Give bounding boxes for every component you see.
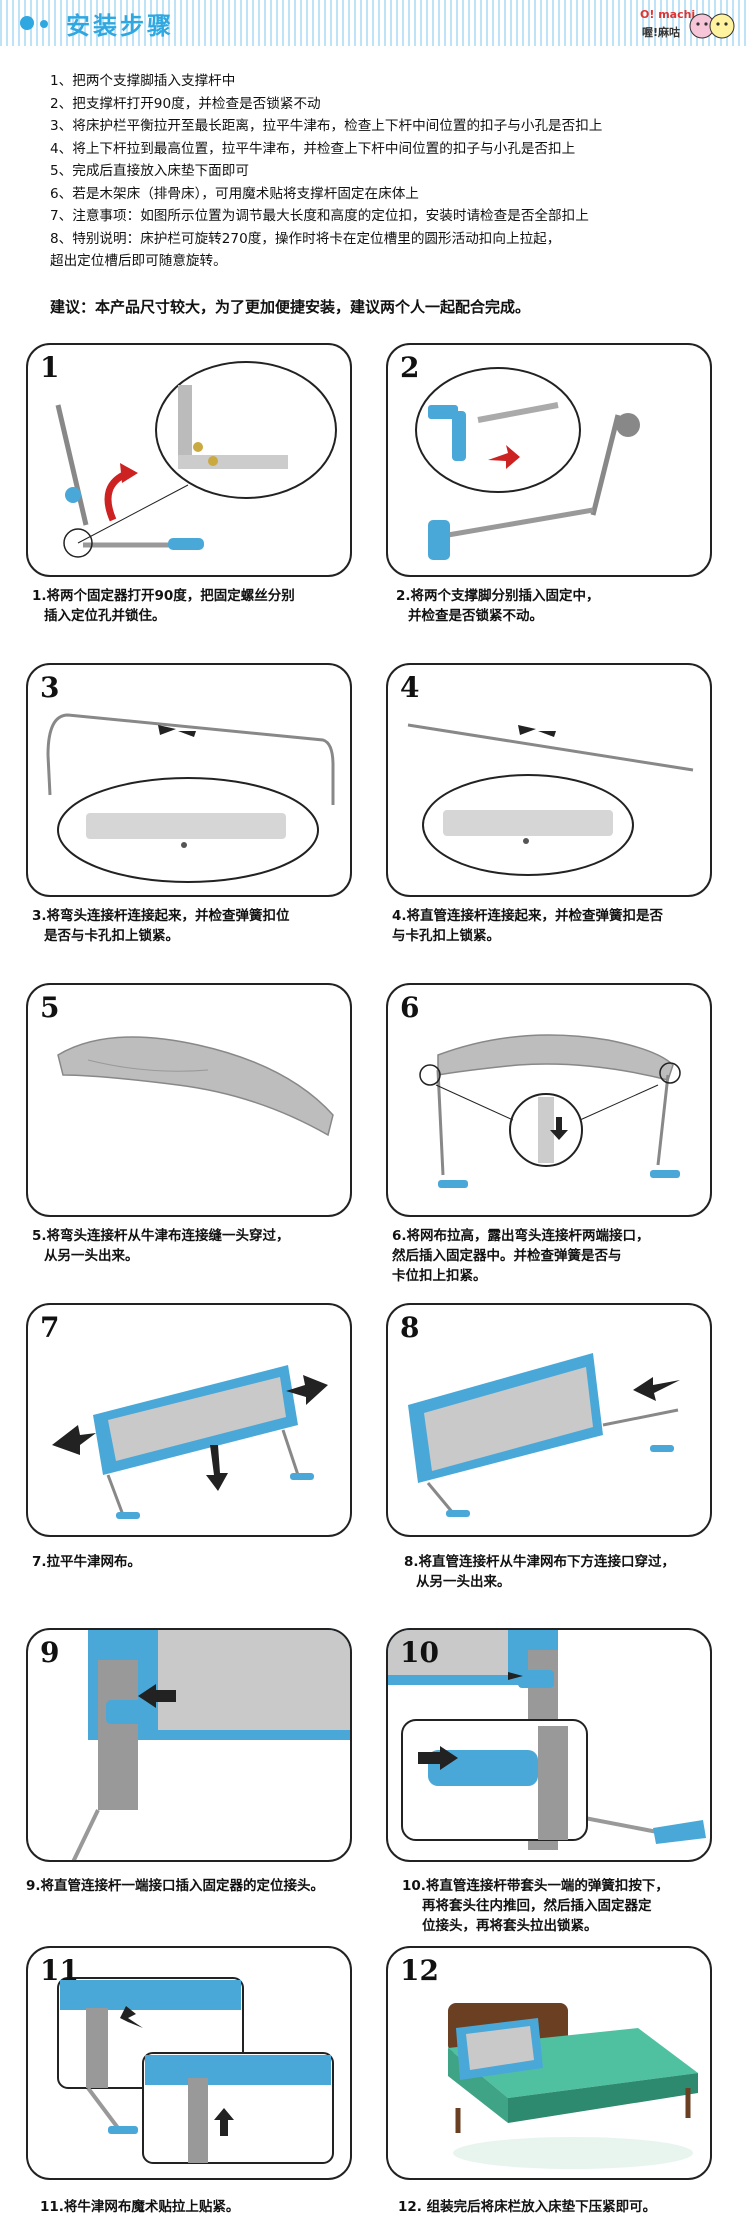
brand-logo: O! machi 喔!麻咕 — [640, 4, 736, 44]
instruction-line: 7、注意事项：如图所示位置为调节最大长度和高度的定位扣，安装时请检查是否全部扣上 — [50, 208, 589, 224]
step-9-illustration — [71, 1630, 350, 1860]
step-card-6: 6 — [386, 983, 712, 1217]
step-number: 1 — [40, 351, 60, 384]
step-caption-4: 4.将直管连接杆连接起来，并检查弹簧扣是否 与卡孔扣上锁紧。 — [392, 906, 722, 946]
caption-line: 6.将网布拉高，露出弯头连接杆两端接口， — [392, 1228, 650, 1244]
step-caption-2: 2.将两个支撑脚分别插入固定中， 并检查是否锁紧不动。 — [396, 586, 726, 626]
step-12-illustration — [448, 2003, 698, 2169]
caption-line: 8.将直管连接杆从牛津网布下方连接口穿过， — [404, 1554, 676, 1570]
step-caption-7: 7.拉平牛津网布。 — [32, 1552, 362, 1572]
caption-line: 11.将牛津网布魔术贴拉上贴紧。 — [40, 2199, 240, 2215]
step-caption-1: 1.将两个固定器打开90度，把固定螺丝分别 插入定位孔并锁住。 — [32, 586, 362, 626]
advice-text: 建议：本产品尺寸较大，为了更加便捷安装，建议两个人一起配合完成。 — [50, 298, 531, 316]
step-number: 8 — [400, 1311, 420, 1344]
step-number: 4 — [400, 671, 420, 704]
caption-line: 然后插入固定器中。并检查弹簧是否与 — [392, 1248, 622, 1264]
instruction-line: 5、完成后直接放入床垫下面即可 — [50, 163, 249, 179]
step-8-illustration — [408, 1353, 680, 1517]
step-caption-11: 11.将牛津网布魔术贴拉上贴紧。 — [40, 2197, 370, 2217]
instruction-list: 1、把两个支撑脚插入支撑杆中 2、把支撑杆打开90度，并检查是否锁紧不动 3、将… — [50, 70, 730, 273]
instruction-line: 2、把支撑杆打开90度，并检查是否锁紧不动 — [50, 95, 321, 112]
mascot-icon — [689, 13, 735, 39]
caption-line: 3.将弯头连接杆连接起来，并检查弹簧扣位 — [32, 908, 290, 924]
step-card-11: 11 — [26, 1946, 352, 2180]
caption-line: 是否与卡孔扣上锁紧。 — [44, 928, 179, 944]
step-card-2: 2 — [386, 343, 712, 577]
brand-name: O! machi — [640, 8, 696, 21]
step-4-illustration — [407, 723, 694, 876]
bullet-dot-icon — [40, 20, 48, 28]
step-caption-3: 3.将弯头连接杆连接起来，并检查弹簧扣位 是否与卡孔扣上锁紧。 — [32, 906, 362, 946]
step-card-10: 10 — [386, 1628, 712, 1862]
header-banner: 安装步骤 O! machi 喔!麻咕 — [0, 0, 750, 46]
caption-line: 12. 组装完后将床栏放入床垫下压紧即可。 — [398, 2199, 657, 2215]
caption-line: 10.将直管连接杆带套头一端的弹簧扣按下， — [402, 1878, 669, 1894]
instruction-line: 4、将上下杆拉到最高位置，拉平牛津布，并检查上下杆中间位置的扣子与小孔是否扣上 — [50, 140, 576, 157]
instruction-line: 6、若是木架床（排骨床），可用魔术贴将支撑杆固定在床体上 — [50, 185, 419, 202]
step-card-7: 7 — [26, 1303, 352, 1537]
step-number: 3 — [40, 671, 60, 704]
step-10-illustration — [388, 1630, 706, 1850]
brand-name-cn: 喔!麻咕 — [642, 26, 681, 39]
step-card-5: 5 — [26, 983, 352, 1217]
caption-line: 1.将两个固定器打开90度，把固定螺丝分别 — [32, 588, 295, 604]
step-card-3: 3 — [26, 663, 352, 897]
step-caption-9: 9.将直管连接杆一端接口插入固定器的定位接头。 — [26, 1876, 386, 1896]
step-number: 9 — [40, 1636, 60, 1669]
caption-line: 并检查是否锁紧不动。 — [408, 608, 543, 624]
instruction-line: 超出定位槽后即可随意旋转。 — [50, 253, 227, 269]
step-6-illustration — [419, 1034, 681, 1188]
step-card-1: 1 — [26, 343, 352, 577]
instruction-line: 1、把两个支撑脚插入支撑杆中 — [50, 73, 236, 89]
step-caption-5: 5.将弯头连接杆从牛津布连接缝一头穿过， 从另一头出来。 — [32, 1226, 362, 1266]
step-card-4: 4 — [386, 663, 712, 897]
step-2-illustration — [415, 367, 640, 560]
caption-line: 4.将直管连接杆连接起来，并检查弹簧扣是否 — [392, 908, 664, 924]
caption-line: 卡位扣上扣紧。 — [392, 1268, 487, 1284]
caption-line: 从另一头出来。 — [44, 1248, 139, 1264]
bullet-dot-icon — [20, 16, 34, 30]
caption-line: 从另一头出来。 — [416, 1574, 511, 1590]
step-card-9: 9 — [26, 1628, 352, 1862]
step-number: 11 — [40, 1954, 79, 1987]
step-caption-8: 8.将直管连接杆从牛津网布下方连接口穿过， 从另一头出来。 — [404, 1552, 734, 1592]
step-card-8: 8 — [386, 1303, 712, 1537]
step-number: 7 — [40, 1311, 60, 1344]
step-number: 6 — [400, 991, 420, 1024]
instruction-line: 3、将床护栏平衡拉开至最长距离，拉平牛津布，检查上下杆中间位置的扣子与小孔是否扣… — [50, 118, 603, 134]
caption-line: 7.拉平牛津网布。 — [32, 1554, 142, 1570]
caption-line: 9.将直管连接杆一端接口插入固定器的定位接头。 — [26, 1878, 325, 1894]
step-11-illustration — [57, 1977, 334, 2164]
step-number: 2 — [400, 351, 420, 384]
step-1-illustration — [55, 361, 337, 558]
step-7-illustration — [52, 1365, 328, 1519]
caption-line: 插入定位孔并锁住。 — [44, 608, 166, 624]
step-caption-10: 10.将直管连接杆带套头一端的弹簧扣按下， 再将套头往内推回，然后插入固定器定 … — [402, 1876, 732, 1936]
step-3-illustration — [46, 713, 335, 883]
step-number: 5 — [40, 991, 60, 1024]
caption-line: 位接头，再将套头拉出锁紧。 — [422, 1918, 598, 1934]
step-card-12: 12 — [386, 1946, 712, 2180]
step-number: 12 — [400, 1954, 439, 1987]
instruction-line: 8、特别说明：床护栏可旋转270度，操作时将卡在定位槽里的圆形活动扣向上拉起， — [50, 230, 561, 247]
page-title: 安装步骤 — [66, 12, 174, 40]
step-5-illustration — [57, 1036, 334, 1137]
caption-line: 与卡孔扣上锁紧。 — [392, 928, 500, 944]
step-caption-6: 6.将网布拉高，露出弯头连接杆两端接口， 然后插入固定器中。并检查弹簧是否与 卡… — [392, 1226, 722, 1286]
caption-line: 再将套头往内推回，然后插入固定器定 — [422, 1898, 652, 1914]
step-caption-12: 12. 组装完后将床栏放入床垫下压紧即可。 — [398, 2197, 728, 2217]
caption-line: 2.将两个支撑脚分别插入固定中， — [396, 588, 600, 604]
step-number: 10 — [400, 1636, 439, 1669]
caption-line: 5.将弯头连接杆从牛津布连接缝一头穿过， — [32, 1228, 290, 1244]
